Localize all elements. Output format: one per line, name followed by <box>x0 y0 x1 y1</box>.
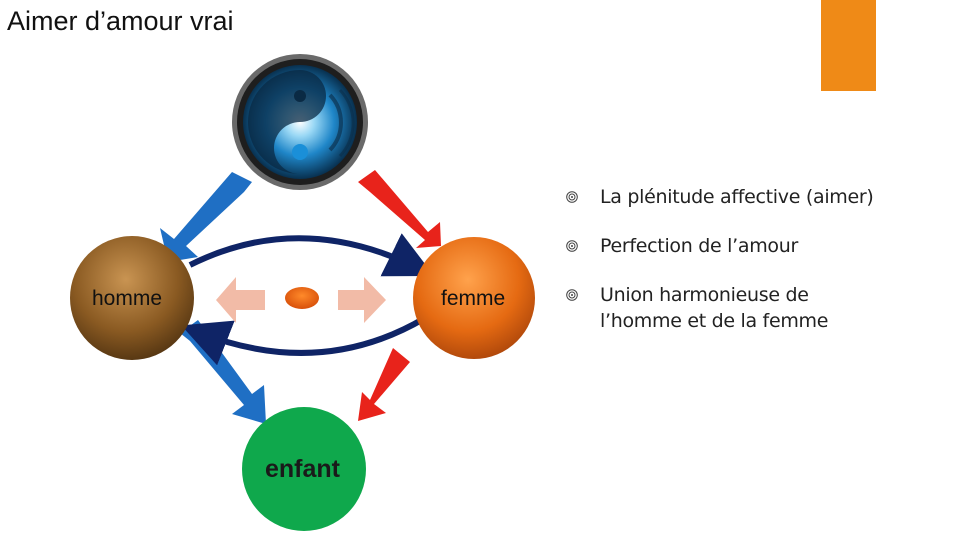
node-enfant <box>242 407 366 531</box>
bullet-item: Union harmonieuse de l’homme et de la fe… <box>564 282 894 334</box>
node-femme <box>413 237 535 359</box>
red-arrow-from-femme <box>358 348 410 421</box>
arc-femme-to-homme <box>181 315 427 366</box>
bullet-item: La plénitude affective (aimer) <box>564 184 894 210</box>
target-bullet-icon <box>566 191 578 203</box>
slide-title: Aimer d’amour vrai <box>7 6 234 36</box>
center-dot <box>285 287 319 309</box>
pale-arrow-right <box>338 277 386 323</box>
pale-arrow-left <box>216 277 265 323</box>
bullet-list: La plénitude affective (aimer) Perfectio… <box>564 184 894 357</box>
bullet-text: La plénitude affective (aimer) <box>600 186 874 208</box>
blue-arrow-to-homme <box>160 172 252 262</box>
red-arrow-to-femme <box>358 170 441 248</box>
arc-homme-to-femme <box>188 233 435 277</box>
enfant-label: enfant <box>265 455 340 483</box>
blue-arrow-to-enfant <box>180 320 266 424</box>
bullet-text: Perfection de l’amour <box>600 235 798 257</box>
target-bullet-icon <box>566 289 578 301</box>
target-bullet-icon <box>566 240 578 252</box>
homme-label: homme <box>92 287 163 310</box>
node-homme <box>70 236 194 360</box>
accent-tab <box>821 0 876 91</box>
bullet-item: Perfection de l’amour <box>564 233 894 259</box>
yin-yang-icon <box>232 54 368 190</box>
bullet-text: Union harmonieuse de l’homme et de la fe… <box>600 284 829 332</box>
femme-label: femme <box>441 287 506 310</box>
